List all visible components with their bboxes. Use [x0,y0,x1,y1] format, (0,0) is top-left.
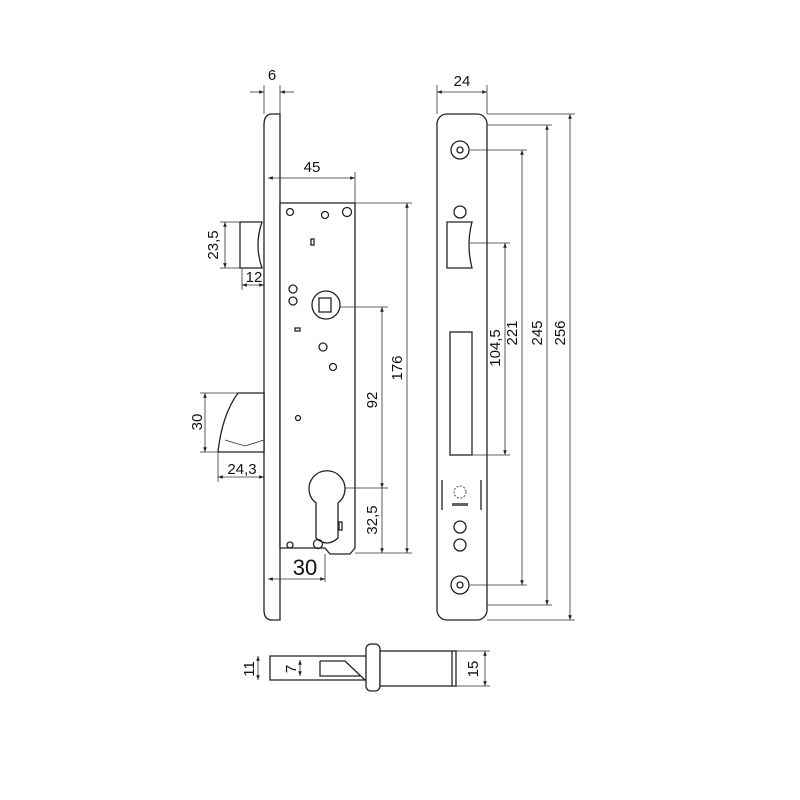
latch-bolt [239,221,263,269]
logo-icon [452,485,468,506]
dim-hole-to-latch: 104,5 [487,329,504,367]
front-view: 24 104,5 221 245 256 [436,73,575,621]
dim-backset: 30 [293,555,317,580]
lock-case [279,202,356,555]
dim-hole-spacing-inner: 221 [504,320,521,345]
dim-faceplate-width: 24 [454,73,471,90]
spindle-hub [311,290,341,320]
dim-center-distance: 92 [364,392,381,409]
spindle-square [318,297,332,313]
bottom-view: 11 7 15 [241,643,490,692]
screw-icon [285,206,353,550]
dim-latch-width: 7 [283,665,300,673]
dim-bolt-projection: 24,3 [227,461,256,478]
dim-bolt-width: 11 [241,661,258,677]
dim-hole-spacing-outer: 245 [529,320,546,345]
dim-latch-height: 23,5 [205,230,222,259]
dim-faceplate-thickness: 6 [268,67,276,84]
dim-latch-projection: 12 [246,269,263,286]
dim-case-width: 15 [465,661,482,678]
dim-bolt-height: 30 [189,414,206,431]
dim-faceplate-length: 256 [552,320,569,345]
cylinder-hole [308,470,346,544]
side-view: 6 45 23,5 12 30 24,3 30 92 176 32,5 [189,67,412,621]
dim-case-height: 176 [389,355,406,380]
faceplate-side [263,113,281,621]
dead-bolt [217,392,265,453]
faceplate-front [436,113,488,621]
dim-case-depth: 45 [304,159,321,176]
dim-cylinder-to-bottom: 32,5 [364,505,381,534]
